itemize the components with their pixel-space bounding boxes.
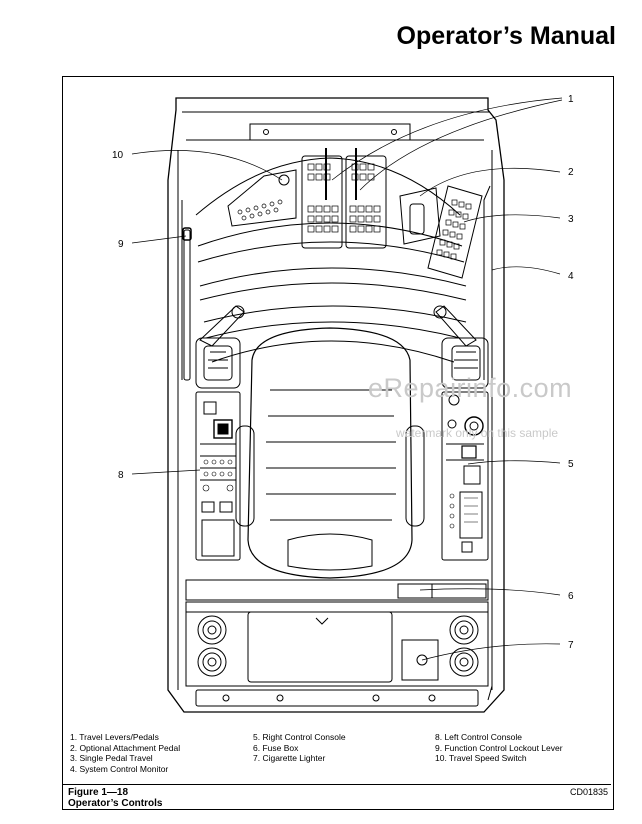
- legend-item: 10. Travel Speed Switch: [435, 753, 527, 763]
- legend-item: 5. Right Control Console: [253, 732, 346, 742]
- legend-item: 6. Fuse Box: [253, 742, 299, 753]
- figure-code: CD01835: [569, 787, 608, 797]
- legend-item: 3. Single Pedal Travel: [70, 753, 153, 763]
- callout-3: 3: [568, 214, 574, 225]
- legend-column-2: 5. Right Control Console 6. Fuse Box 7. …: [253, 732, 346, 764]
- callout-7: 7: [568, 640, 574, 651]
- joysticks: [195, 305, 489, 389]
- attachment-and-single-pedal: [399, 185, 483, 279]
- legend-item: 1. Travel Levers/Pedals: [70, 732, 159, 742]
- legend-item: 4. System Control Monitor: [70, 763, 169, 774]
- travel-levers-pedals: [301, 148, 387, 249]
- callout-9: 9: [118, 239, 124, 250]
- operator-seat: [235, 327, 425, 579]
- leader-lines: [131, 97, 563, 661]
- callout-6: 6: [568, 591, 574, 602]
- cab-outline: [167, 97, 505, 713]
- legend-column-1: 1. Travel Levers/Pedals 2. Optional Atta…: [70, 732, 180, 774]
- travel-speed-switch: [227, 169, 297, 227]
- left-control-console: [195, 391, 241, 561]
- legend-item: 7. Cigarette Lighter: [253, 753, 326, 763]
- callout-2: 2: [568, 167, 574, 178]
- figure-frame-content: 1. Travel Levers/Pedals 2. Optional Atta…: [62, 76, 614, 810]
- watermark-secondary: watermark only on this sample: [396, 426, 559, 440]
- legend-item: 2. Optional Attachment Pedal: [70, 742, 181, 753]
- function-lockout-lever: [182, 227, 192, 381]
- front-panel-arches: [195, 157, 467, 363]
- callout-5: 5: [568, 459, 574, 470]
- callout-4: 4: [568, 271, 574, 282]
- legend-item: 9. Function Control Lockout Lever: [435, 742, 563, 753]
- right-control-console: [441, 391, 489, 561]
- legend-column-3: 8. Left Control Console 9. Function Cont…: [435, 732, 563, 764]
- callout-8: 8: [118, 470, 124, 481]
- figure-title: Operator’s Controls: [68, 798, 163, 809]
- legend-item: 8. Left Control Console: [435, 732, 522, 742]
- figure-frame: [62, 76, 614, 810]
- fuse-box: [185, 579, 489, 601]
- callout-10: 10: [112, 150, 124, 161]
- figure-number: Figure 1—18: [68, 787, 129, 798]
- watermark-primary: eRepairinfo.com: [368, 373, 573, 403]
- rear-panel: [185, 601, 493, 707]
- callout-1: 1: [568, 94, 574, 105]
- caption-divider: [62, 784, 611, 785]
- callout-numbers: 1 2 3 4 5 6 7 8 9 10: [112, 94, 574, 651]
- page-header-title: Operator’s Manual: [396, 22, 617, 50]
